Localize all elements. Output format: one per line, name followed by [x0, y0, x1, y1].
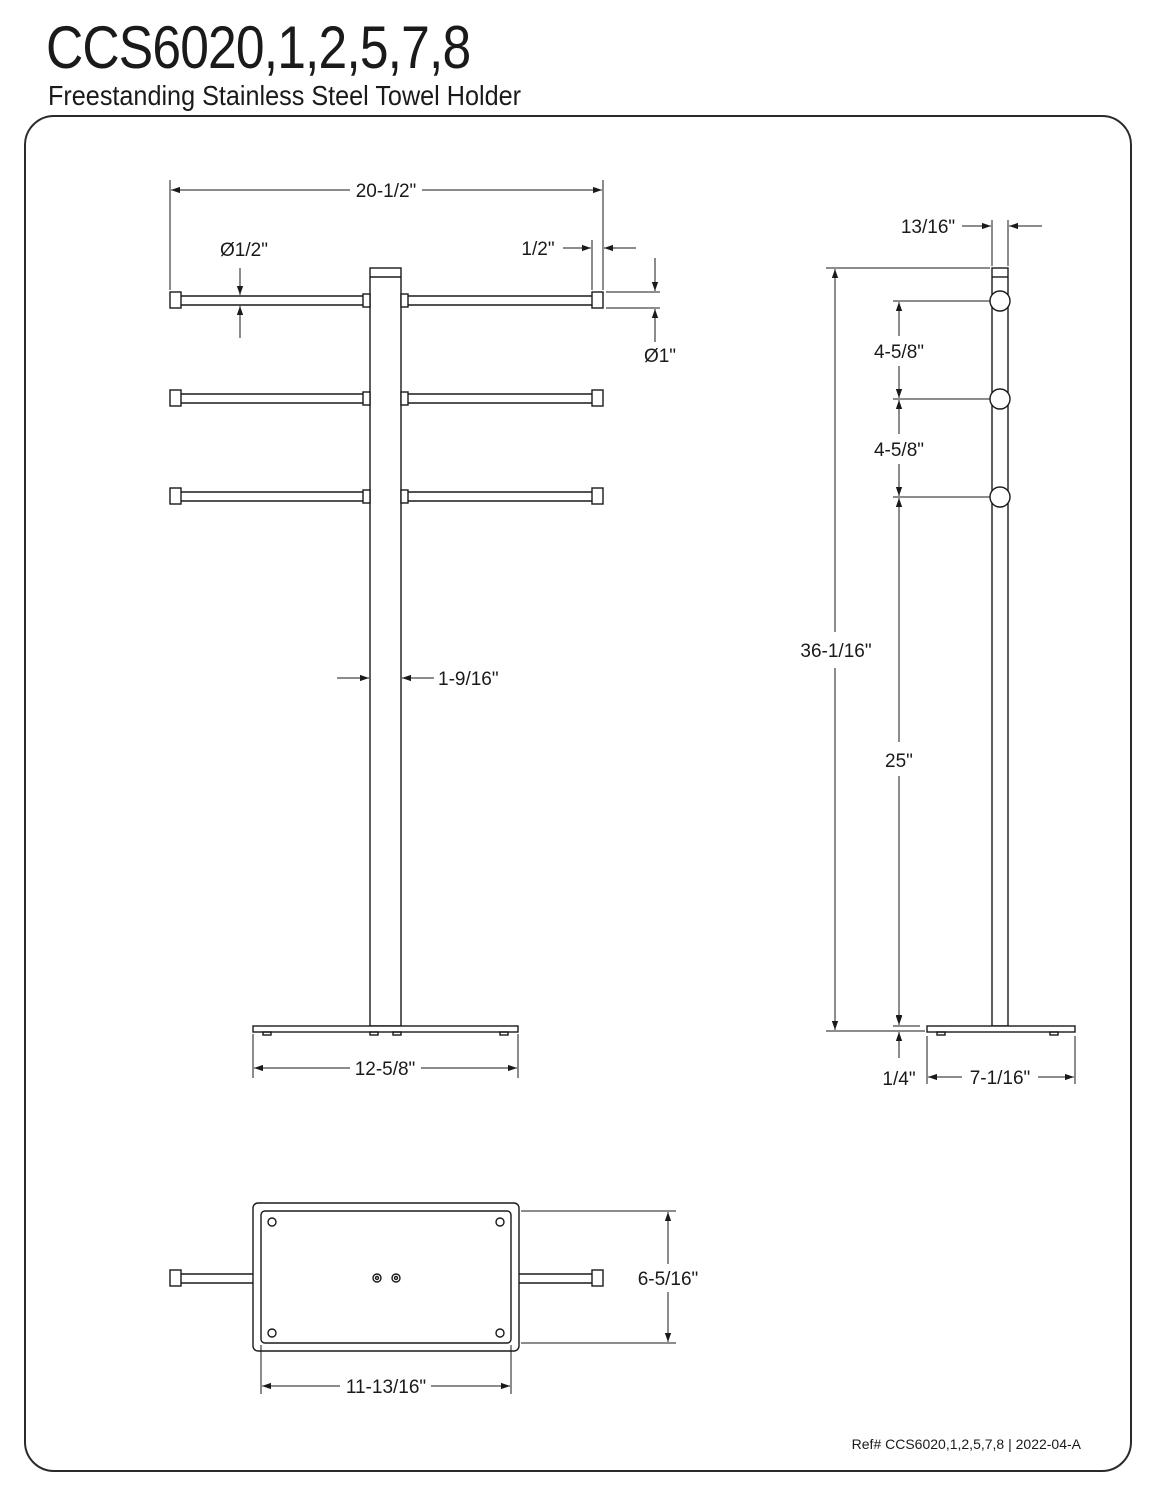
- post: [369, 267, 402, 1027]
- top-view: [169, 1202, 604, 1352]
- towel-bar-top: [169, 291, 604, 309]
- base-depth-label: 7-1/16": [970, 1068, 1031, 1089]
- top-base-depth-label: 6-5/16": [638, 1269, 699, 1290]
- post-depth-label: 13/16": [901, 217, 955, 238]
- overall-width-label: 20-1/2": [356, 181, 417, 202]
- top-view-dimensions: [260, 1210, 676, 1394]
- front-view-dimensions: [169, 180, 660, 1078]
- bar-diameter-label: Ø1/2": [220, 240, 268, 261]
- side-bar-end-bottom: [989, 486, 1011, 508]
- lowest-bar-height-label: 25": [885, 751, 913, 772]
- side-bar-end-middle: [989, 388, 1011, 410]
- side-bar-end-top: [989, 290, 1011, 312]
- end-cap-diameter-label: Ø1": [644, 346, 676, 367]
- bar-spacing-1-label: 4-5/8": [874, 342, 924, 363]
- top-base-outer: [252, 1202, 520, 1352]
- base-plate: [252, 1025, 519, 1033]
- bar-spacing-2-label: 4-5/8": [874, 440, 924, 461]
- towel-bar-middle: [169, 389, 604, 407]
- reference-number: Ref# CCS6020,1,2,5,7,8 | 2022-04-A: [851, 1436, 1081, 1452]
- product-description: Freestanding Stainless Steel Towel Holde…: [48, 80, 521, 111]
- drawing-frame: [24, 115, 1132, 1472]
- overall-height-label: 36-1/16": [800, 641, 871, 662]
- side-view-dimensions: [826, 220, 1076, 1084]
- front-view: [169, 267, 604, 1036]
- side-base-plate: [926, 1025, 1076, 1033]
- towel-bar-bottom: [169, 487, 604, 505]
- base-thickness-label: 1/4": [882, 1069, 915, 1090]
- base-width-label: 12-5/8": [355, 1059, 416, 1080]
- side-post: [991, 267, 1009, 1027]
- post-width-label: 1-9/16": [438, 669, 499, 690]
- top-base-inner: [260, 1210, 512, 1344]
- model-number-title: CCS6020,1,2,5,7,8: [46, 14, 471, 81]
- top-base-length-label: 11-13/16": [346, 1377, 426, 1398]
- side-view: [926, 267, 1076, 1036]
- end-cap-width-label: 1/2": [521, 239, 554, 260]
